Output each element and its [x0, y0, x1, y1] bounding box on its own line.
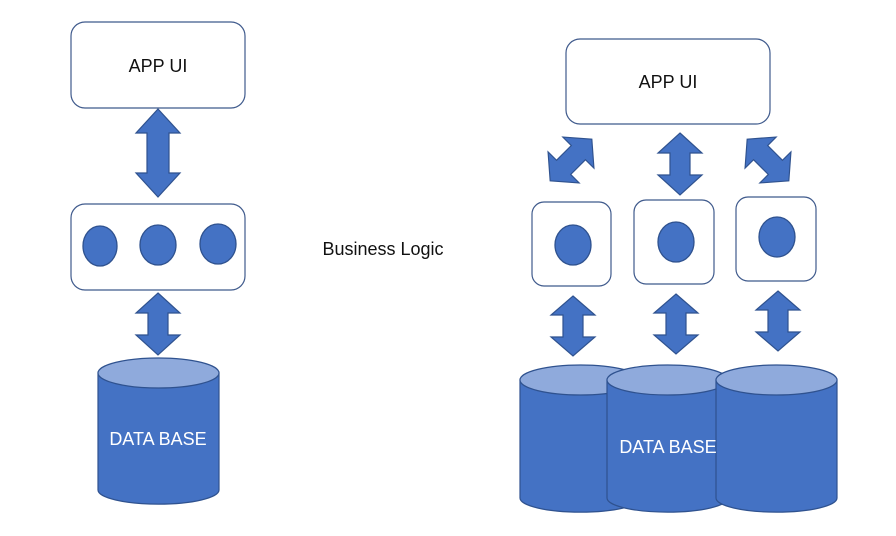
left-business-logic-box: [70, 203, 246, 291]
left-app-ui-box: APP UI: [70, 21, 246, 109]
left-logic-dot-1: [82, 225, 118, 267]
right-ui-service1-arrow: [534, 123, 608, 197]
right-app-ui-label: APP UI: [639, 72, 698, 92]
right-service3-db-arrow: [755, 290, 801, 352]
left-app-ui-label: APP UI: [129, 56, 188, 76]
right-service-box-1: [531, 201, 612, 287]
right-service-dot-3: [758, 216, 796, 258]
right-service-dot-2: [657, 221, 695, 263]
right-ui-service2-arrow: [657, 132, 703, 196]
right-service2-db-arrow: [653, 293, 699, 355]
right-service1-db-arrow: [550, 295, 596, 357]
right-database-label: DATA BASE: [619, 437, 716, 457]
left-logic-dot-2: [139, 224, 177, 266]
right-service-dot-1: [554, 224, 592, 266]
right-database-cylinder-2: [606, 364, 729, 513]
left-database-label: DATA BASE: [109, 429, 206, 449]
right-service-box-3: [735, 196, 817, 282]
left-logic-dot-3: [199, 223, 237, 265]
left-ui-logic-arrow: [135, 108, 181, 198]
business-logic-label: Business Logic: [322, 239, 443, 259]
left-logic-db-arrow: [135, 292, 181, 356]
right-database-cylinder-3: [715, 364, 838, 513]
left-database-cylinder: DATA BASE: [97, 357, 220, 505]
right-app-ui-box: APP UI: [565, 38, 771, 125]
right-service-box-2: [633, 199, 715, 285]
right-ui-service3-arrow: [731, 123, 805, 197]
